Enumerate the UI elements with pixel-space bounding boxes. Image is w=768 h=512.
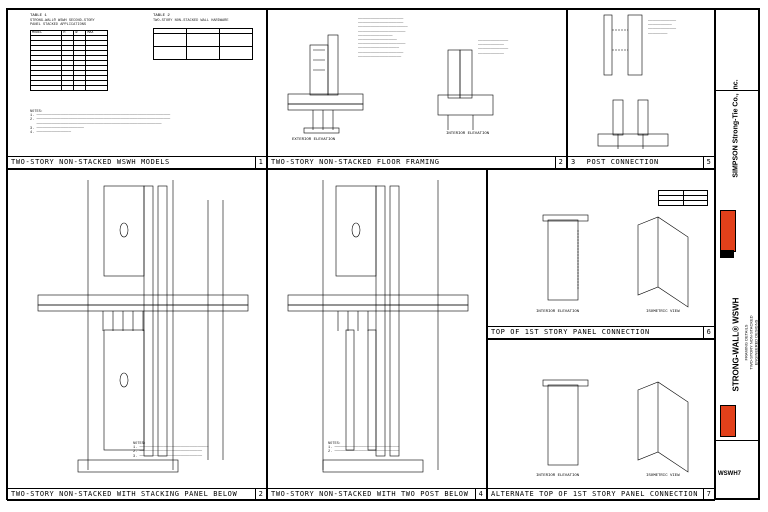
caption-two-post-number: 4 [475, 489, 486, 500]
product-subtitle-3: ENGINEERED DESIGNS [753, 319, 759, 366]
floor-framing-drawing [287, 34, 494, 134]
caption-floor-framing-label: TWO-STORY NON-STACKED FLOOR FRAMING [271, 158, 440, 166]
caption-stacking-panel-label: TWO-STORY NON-STACKED WITH STACKING PANE… [11, 490, 238, 498]
panel-two-post-below: NOTES: 1. ──────────────────────────────… [267, 169, 487, 501]
caption-alternate-top-number: 7 [703, 489, 714, 500]
label-exterior-elevation-1: EXTERIOR ELEVATION [292, 138, 336, 142]
caption-top-connection: TOP OF 1ST STORY PANEL CONNECTION 6 [488, 326, 714, 338]
caption-models-label: TWO-STORY NON-STACKED WSWH MODELS [11, 158, 170, 166]
caption-models: TWO-STORY NON-STACKED WSWH MODELS 1 [8, 156, 266, 168]
two-post-notes: NOTES: 1. ──────────────────────────────… [328, 442, 400, 455]
caption-post-connection-label: POST CONNECTION [586, 158, 659, 166]
logo-block-dark [720, 250, 734, 258]
caption-alternate-top-label: ALTERNATE TOP OF 1ST STORY PANEL CONNECT… [491, 490, 699, 498]
table-2 [153, 28, 253, 60]
sheet-number: WSWH7 [718, 471, 741, 477]
label-isometric-view-1: ISOMETRIC VIEW [646, 310, 680, 314]
table-1-caption: STRONG-WALL® WSWH SECOND-STORY PANEL STA… [30, 19, 95, 28]
two-post-drawing [287, 180, 469, 473]
stacking-panel-drawing [37, 180, 249, 473]
caption-top-connection-number: 6 [703, 327, 714, 338]
table-2-caption: TWO-STORY NON-STACKED WALL HARDWARE [153, 19, 229, 23]
label-interior-elevation-2: INTERIOR ELEVATION [536, 310, 580, 314]
title-block: SIMPSON Strong-Tie Co., Inc. STRONG-WALL… [715, 9, 759, 499]
table-2-title: TABLE 2 [153, 14, 170, 18]
logo-block [720, 210, 736, 252]
caption-post-connection-number: 3 [571, 158, 576, 166]
caption-floor-framing: TWO-STORY NON-STACKED FLOOR FRAMING 2 [268, 156, 566, 168]
drawing-sheet: TABLE 1 STRONG-WALL® WSWH SECOND-STORY P… [6, 8, 760, 501]
label-interior-elevation-1: INTERIOR ELEVATION [446, 132, 490, 136]
floor-framing-callouts: ───────────────────── ──────────────────… [358, 18, 408, 60]
general-notes: NOTES: 1. ──────────────────────────────… [30, 110, 171, 136]
caption-models-number: 1 [255, 157, 266, 168]
post-connection-callouts: ───────────── ─────────── ───────────── … [648, 20, 677, 37]
product-name: STRONG-WALL® WSWH [731, 297, 741, 392]
label-isometric-view-2: ISOMETRIC VIEW [646, 474, 680, 478]
connection-table [658, 190, 708, 206]
company-name: SIMPSON Strong-Tie Co., Inc. [732, 79, 740, 178]
caption-top-connection-label: TOP OF 1ST STORY PANEL CONNECTION [491, 328, 650, 336]
label-interior-elevation-3: INTERIOR ELEVATION [536, 474, 580, 478]
top-connection-drawing [542, 214, 689, 308]
caption-post-connection: 3 POST CONNECTION 5 [568, 156, 714, 168]
caption-alternate-top: ALTERNATE TOP OF 1ST STORY PANEL CONNECT… [488, 488, 714, 500]
panel-post-connection: ───────────── ─────────── ───────────── … [567, 9, 715, 169]
stacking-panel-notes: NOTES: 1. ──────────────────────────────… [133, 442, 209, 459]
sheet-info: WSWH7 [716, 440, 758, 498]
floor-framing-callouts-right: ────────────── ──────────── ────────────… [478, 40, 509, 57]
revision-block [716, 10, 758, 91]
post-connection-drawing [597, 14, 669, 149]
alternate-top-drawing [542, 379, 689, 473]
panel-models: TABLE 1 STRONG-WALL® WSWH SECOND-STORY P… [7, 9, 267, 169]
caption-stacking-panel-number: 2 [255, 489, 266, 500]
caption-post-connection-number-2: 5 [703, 157, 714, 168]
caption-two-post: TWO-STORY NON-STACKED WITH TWO POST BELO… [268, 488, 486, 500]
caption-floor-framing-number: 2 [555, 157, 566, 168]
panel-floor-framing: ───────────────────── ──────────────────… [267, 9, 567, 169]
caption-stacking-panel: TWO-STORY NON-STACKED WITH STACKING PANE… [8, 488, 266, 500]
panel-stacking-panel-below: NOTES: 1. ──────────────────────────────… [7, 169, 267, 501]
logo-block-2 [720, 405, 736, 437]
panel-alternate-top-connection: INTERIOR ELEVATION ISOMETRIC VIEW ALTERN… [487, 339, 715, 501]
panel-top-connection: INTERIOR ELEVATION ISOMETRIC VIEW TOP OF… [487, 169, 715, 339]
caption-two-post-label: TWO-STORY NON-STACKED WITH TWO POST BELO… [271, 490, 469, 498]
table-1-title: TABLE 1 [30, 14, 47, 18]
